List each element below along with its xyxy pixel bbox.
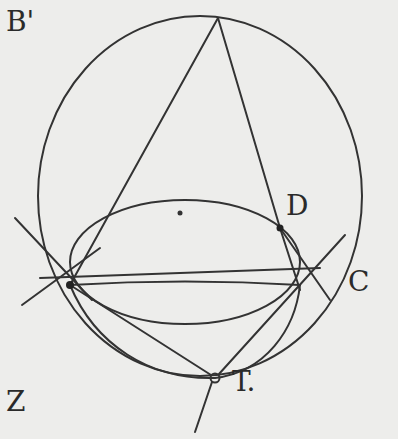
point-label: C bbox=[348, 268, 369, 296]
lower-circle bbox=[70, 285, 300, 378]
chord-line bbox=[40, 268, 320, 278]
triangle-side bbox=[70, 18, 218, 285]
point-marker bbox=[178, 211, 183, 216]
point-marker bbox=[211, 374, 220, 383]
inner-circle bbox=[70, 200, 300, 324]
point-label: T. bbox=[232, 368, 255, 396]
point-label: Z bbox=[6, 388, 25, 416]
tangent-line bbox=[280, 228, 330, 300]
tangent-line bbox=[219, 235, 345, 374]
tangent-line bbox=[22, 248, 100, 305]
outer-circle bbox=[38, 16, 362, 376]
triangle-side bbox=[218, 18, 300, 290]
chord-line bbox=[70, 282, 300, 286]
point-marker bbox=[277, 225, 284, 232]
point-label: B' bbox=[6, 8, 34, 36]
tangent-line bbox=[195, 382, 212, 432]
tangent-line bbox=[15, 218, 92, 300]
point-marker bbox=[66, 281, 74, 289]
point-label: D bbox=[286, 192, 308, 220]
